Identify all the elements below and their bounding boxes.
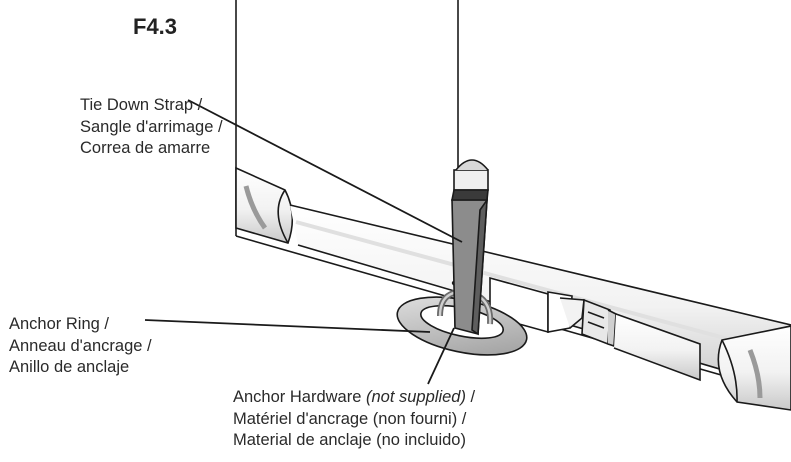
callout-line: Matériel d'ancrage (non fourni) / [233,409,467,428]
callout-text: Anchor Hardware [233,388,366,406]
anchor-ring-callout: Anchor Ring / Anneau d'ancrage / Anillo … [9,314,152,379]
callout-line: Sangle d'arrimage / [80,117,223,136]
hardware-leader [427,327,455,385]
leader-lines [144,99,463,385]
callout-line: Correa de amarre [80,139,211,157]
callout-italic-note: (not supplied) [365,388,466,406]
anchor-hardware-callout: Anchor Hardware (not supplied) / Matérie… [233,387,475,452]
callout-line: Material de anclaje (no incluido) [233,431,466,449]
left-tube [235,166,294,244]
callout-line: Anillo de anclaje [9,358,130,376]
callout-line: Anchor Hardware (not supplied) / [233,387,475,409]
callout-line: Anchor Ring / [9,315,109,333]
callout-line: Anneau d'ancrage / [9,336,152,355]
strap-leader [187,99,463,243]
callout-line: Tie Down Strap / [80,96,203,114]
tie-down-strap [451,159,489,336]
tie-down-strap-callout: Tie Down Strap / Sangle d'arrimage / Cor… [80,95,223,160]
ring-leader [144,319,431,333]
callout-text: / [465,388,476,406]
strap-buckle [489,276,701,382]
right-tube [717,325,791,411]
figure-label: F4.3 [133,14,178,39]
